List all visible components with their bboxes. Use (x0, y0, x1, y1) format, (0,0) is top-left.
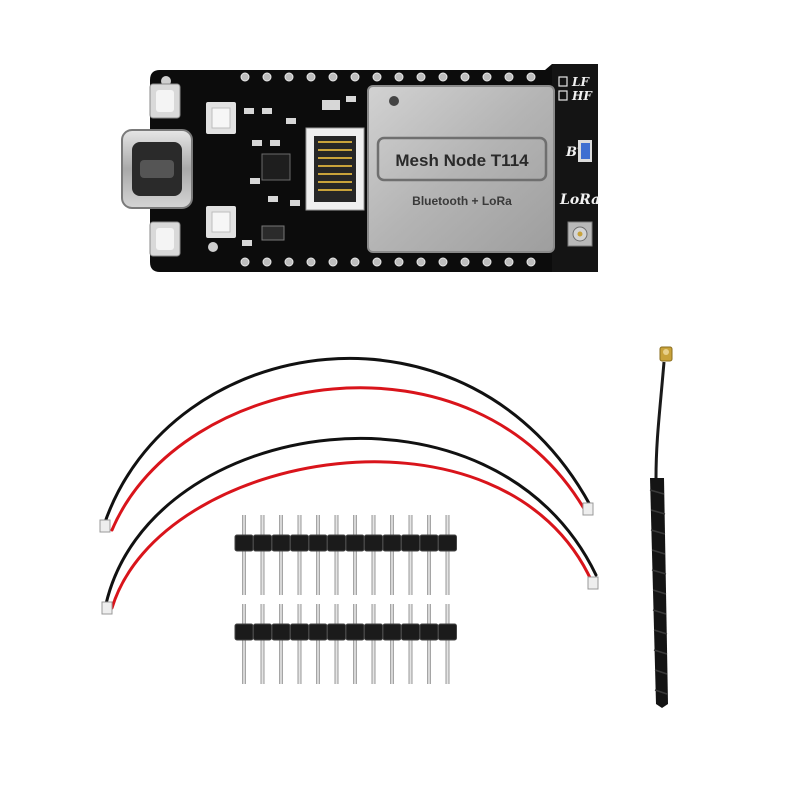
header-block (401, 534, 420, 552)
fpc-connector (305, 127, 365, 211)
rf-module-shield: Mesh Node T114 Bluetooth + LoRa (367, 85, 555, 253)
pin-header-strip (234, 604, 457, 684)
smd-components (242, 96, 356, 246)
ufl-plug-icon (659, 346, 673, 362)
silk-lora: LoRa (559, 192, 600, 208)
header-block (382, 534, 402, 552)
module-subtitle: Bluetooth + LoRa (412, 194, 512, 208)
header-block (438, 534, 457, 552)
led-icon (206, 206, 236, 238)
header-block (419, 534, 439, 552)
header-block (327, 623, 346, 641)
header-pin (334, 604, 339, 684)
header-block (253, 623, 272, 641)
header-block (290, 534, 309, 552)
pcb-board: Mesh Node T114 Bluetooth + LoRa LF HF BT… (121, 64, 600, 272)
header-pin (371, 604, 376, 684)
header-pin (242, 515, 246, 595)
header-pin (242, 604, 246, 684)
header-block (364, 623, 383, 641)
header-pin (427, 604, 431, 684)
header-pin (297, 515, 302, 595)
pin-header-strip (234, 515, 457, 595)
header-block (401, 623, 420, 641)
header-pin (279, 604, 283, 684)
ufl-connector-icon (567, 221, 593, 247)
header-block (234, 534, 254, 552)
header-block (419, 623, 439, 641)
header-pin (408, 515, 413, 595)
header-pin (334, 515, 339, 595)
header-block (345, 623, 365, 641)
header-block (364, 534, 383, 552)
header-block (271, 534, 291, 552)
header-pin (390, 515, 394, 595)
header-block (382, 623, 402, 641)
bt-button-icon (578, 140, 592, 162)
header-pin (427, 515, 431, 595)
header-pin (260, 515, 265, 595)
header-pin (260, 604, 265, 684)
header-block (308, 534, 328, 552)
header-pin (297, 604, 302, 684)
led-icon (206, 102, 236, 134)
module-title: Mesh Node T114 (395, 151, 529, 170)
header-pin (316, 604, 320, 684)
header-block (234, 623, 254, 641)
header-pin (353, 515, 357, 595)
header-pin (408, 604, 413, 684)
header-block (345, 534, 365, 552)
header-pin (353, 604, 357, 684)
usb-c-port-icon (121, 129, 193, 209)
header-block (253, 534, 272, 552)
push-button-icon (149, 221, 181, 257)
header-pin (445, 515, 450, 595)
header-pin (390, 604, 394, 684)
jst-wire-1 (99, 356, 594, 533)
header-block (308, 623, 328, 641)
jst-wire-2 (101, 437, 599, 615)
header-block (438, 623, 457, 641)
spring-antenna (649, 346, 673, 708)
header-pin (316, 515, 320, 595)
mount-hole (208, 242, 218, 252)
header-pin (371, 515, 376, 595)
header-block (327, 534, 346, 552)
ic-chip (261, 153, 291, 181)
header-block (271, 623, 291, 641)
bottom-pin-row (240, 257, 536, 267)
push-button-icon (149, 83, 181, 119)
header-pin (279, 515, 283, 595)
silk-lf: LF (571, 75, 590, 89)
header-pin (445, 604, 450, 684)
header-block (290, 623, 309, 641)
silk-hf: HF (571, 89, 593, 103)
top-pin-row (240, 72, 536, 82)
